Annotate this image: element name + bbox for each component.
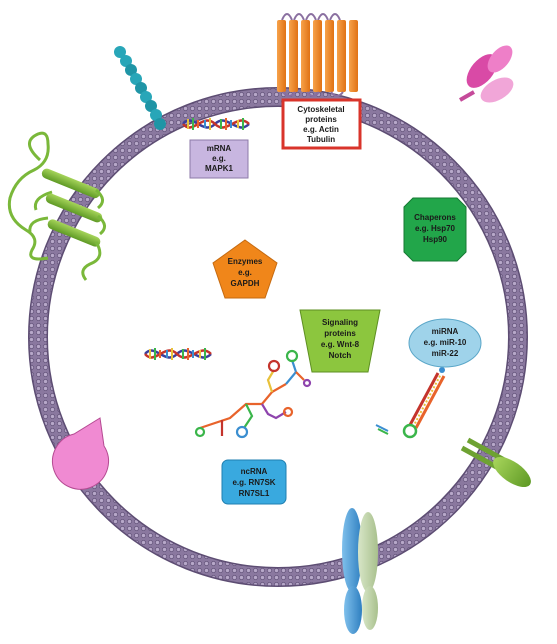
mrna-line3: MAPK1 xyxy=(205,164,234,173)
green-transmembrane-protein-icon xyxy=(7,131,106,281)
enzymes-pentagon: Enzymes e.g. GAPDH xyxy=(212,239,278,299)
seven-transmembrane-receptor-icon xyxy=(277,13,358,97)
ncrna-line2: e.g. RN7SK xyxy=(232,478,275,487)
chaperons-line3: Hsp90 xyxy=(423,235,448,244)
mirna-line2: e.g. miR-10 xyxy=(424,338,467,347)
ncrna-line3: RN7SL1 xyxy=(239,489,270,498)
cytoskeletal-line4: Tubulin xyxy=(307,135,335,144)
pink-receptor-fragment-icon xyxy=(52,417,109,490)
pink-receptor-icon xyxy=(459,45,514,103)
bead-chain-protein-icon xyxy=(114,46,166,130)
signaling-line1: Signaling xyxy=(322,318,358,327)
enzymes-line1: Enzymes xyxy=(228,257,263,266)
cytoskeletal-proteins-box: Cytoskeletal proteins e.g. Actin Tubulin xyxy=(281,98,362,150)
mirna-ellipse: miRNA e.g. miR-10 miR-22 xyxy=(408,318,482,368)
ncrna-box: ncRNA e.g. RN7SK RN7SL1 xyxy=(221,459,287,505)
cytoskeletal-line3: e.g. Actin xyxy=(303,125,339,134)
enzymes-line2: e.g. xyxy=(238,268,252,277)
blue-dimer-receptor-icon xyxy=(342,508,378,634)
chaperons-line2: e.g. Hsp70 xyxy=(415,224,456,233)
mrna-box: mRNA e.g. MAPK1 xyxy=(189,139,249,179)
mirna-line3: miR-22 xyxy=(432,349,459,358)
signaling-line2: proteins xyxy=(324,329,356,338)
signaling-line3: e.g. Wnt-8 xyxy=(321,340,360,349)
dna-helix-icon xyxy=(144,348,212,360)
cytoskeletal-line1: Cytoskeletal xyxy=(297,105,344,114)
mrna-line2: e.g. xyxy=(212,154,226,163)
mirna-hairpin-icon xyxy=(375,367,446,439)
green-lollipop-receptor-icon xyxy=(460,437,531,488)
enzymes-line3: GAPDH xyxy=(231,279,260,288)
chaperons-line1: Chaperons xyxy=(414,213,456,222)
dna-helix-icon xyxy=(182,118,250,130)
ncrna-structure-icon xyxy=(194,349,312,439)
chaperons-octagon: Chaperons e.g. Hsp70 Hsp90 xyxy=(403,197,467,262)
signaling-proteins-trapezoid: Signaling proteins e.g. Wnt-8 Notch xyxy=(299,309,381,373)
mrna-line1: mRNA xyxy=(207,144,232,153)
cytoskeletal-line2: proteins xyxy=(305,115,337,124)
lipid-bilayer-membrane xyxy=(28,87,528,587)
signaling-line4: Notch xyxy=(329,351,352,360)
ncrna-line1: ncRNA xyxy=(241,467,268,476)
mirna-line1: miRNA xyxy=(432,327,459,336)
